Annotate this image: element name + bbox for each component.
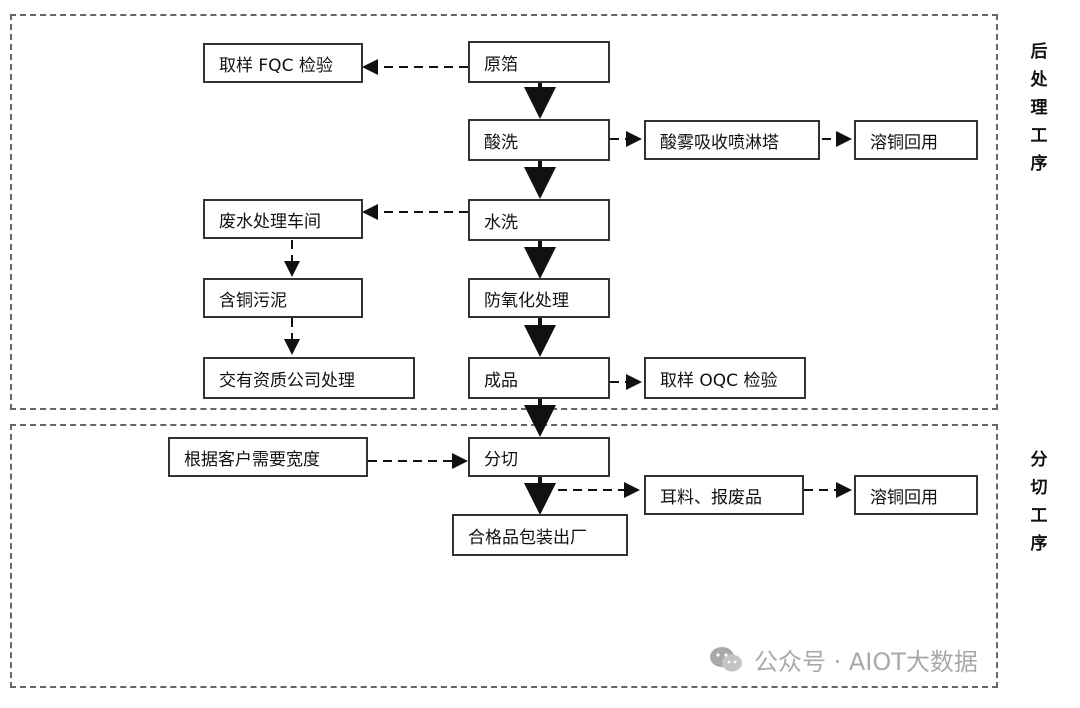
watermark: 公众号 · AIOT大数据 — [708, 642, 978, 677]
box-finished-product: 成品 — [468, 357, 610, 399]
box-oqc: 取样 OQC 检验 — [644, 357, 806, 399]
box-pickling: 酸洗 — [468, 119, 610, 161]
box-qualified-company: 交有资质公司处理 — [203, 357, 415, 399]
box-scrap: 耳料、报废品 — [644, 475, 804, 515]
box-package-ship: 合格品包装出厂 — [452, 514, 628, 556]
box-customer-width: 根据客户需要宽度 — [168, 437, 368, 477]
box-acid-mist-tower: 酸雾吸收喷淋塔 — [644, 120, 820, 160]
box-raw-foil: 原箔 — [468, 41, 610, 83]
post-processing-label: 后处理工序 — [1030, 42, 1048, 174]
post-processing-region — [10, 14, 998, 410]
box-anti-oxidation: 防氧化处理 — [468, 278, 610, 318]
box-fqc: 取样 FQC 检验 — [203, 43, 363, 83]
box-wastewater-workshop: 废水处理车间 — [203, 199, 363, 239]
slitting-region — [10, 424, 998, 688]
wechat-icon — [710, 646, 742, 671]
box-water-wash: 水洗 — [468, 199, 610, 241]
watermark-text: 公众号 · AIOT大数据 — [754, 648, 978, 676]
slitting-label: 分切工序 — [1030, 450, 1048, 554]
box-copper-sludge: 含铜污泥 — [203, 278, 363, 318]
box-slitting: 分切 — [468, 437, 610, 477]
box-copper-reuse-2: 溶铜回用 — [854, 475, 978, 515]
box-copper-reuse-1: 溶铜回用 — [854, 120, 978, 160]
